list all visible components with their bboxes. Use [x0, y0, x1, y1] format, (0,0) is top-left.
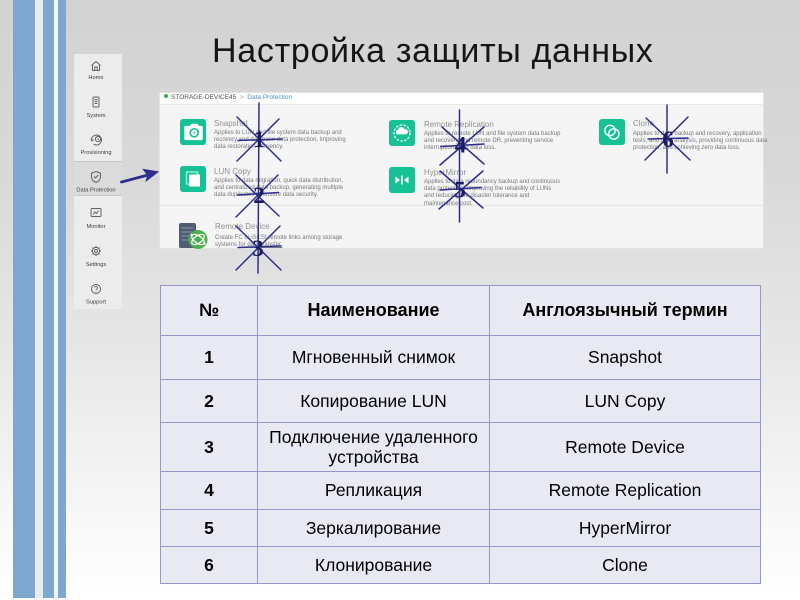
svg-text:Settings: Settings: [86, 262, 107, 268]
svg-text:Data Protection: Data Protection: [76, 188, 115, 194]
svg-text:System: System: [87, 113, 106, 119]
svg-text:Support: Support: [86, 300, 106, 306]
svg-text:Provisioning: Provisioning: [81, 150, 112, 156]
svg-text:2: 2: [253, 183, 265, 208]
svg-text:3: 3: [252, 236, 264, 261]
svg-text:1: 1: [253, 127, 265, 152]
svg-text:5: 5: [454, 178, 466, 203]
svg-text:Home: Home: [88, 75, 103, 81]
svg-text:6: 6: [662, 127, 674, 152]
svg-text:Monitor: Monitor: [87, 224, 106, 230]
svg-text:4: 4: [455, 133, 467, 158]
